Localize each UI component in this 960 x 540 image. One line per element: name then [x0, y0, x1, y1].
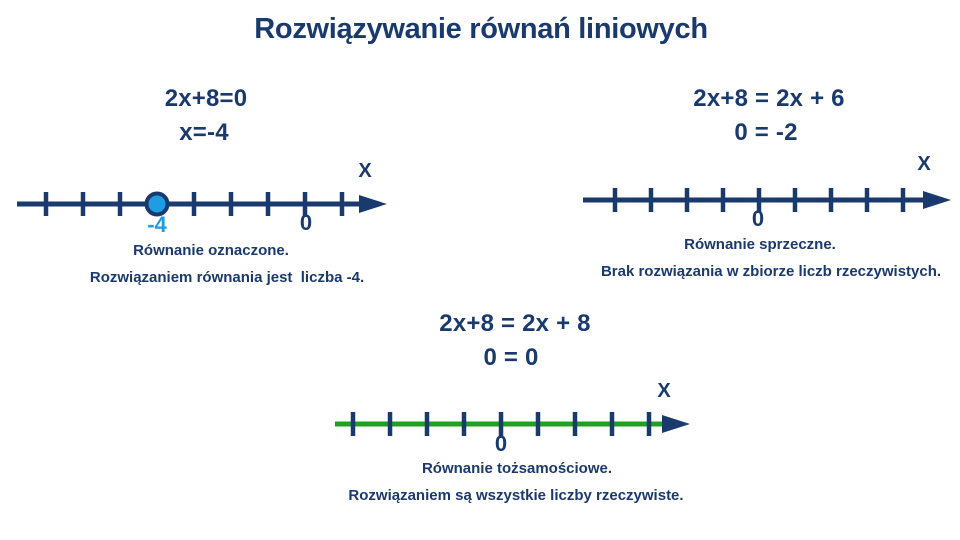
caption-type: Równanie tożsamościowe. [421, 460, 613, 477]
axis-x-label: X [917, 153, 931, 175]
equation-line1: 2x+8 = 2x + 8 [439, 310, 591, 337]
caption-solution: Brak rozwiązania w zbiorze liczb rzeczyw… [600, 263, 942, 280]
caption-solution: Rozwiązaniem są wszystkie liczby rzeczyw… [348, 487, 684, 504]
caption-solution: Rozwiązaniem równania jest liczba -4. [89, 269, 365, 286]
zero-label: 0 [299, 210, 313, 235]
number-line [17, 191, 387, 217]
zero-label: 0 [751, 206, 765, 231]
caption-type: Równanie sprzeczne. [684, 236, 836, 253]
point-label: -4 [147, 212, 167, 237]
caption-type: Równanie oznaczone. [133, 242, 289, 259]
equation-line2: x=-4 [179, 119, 229, 146]
page-title: Rozwiązywanie równań liniowych [254, 13, 708, 45]
number-line [335, 412, 690, 436]
zero-label: 0 [494, 431, 508, 456]
equation-line1: 2x+8=0 [164, 85, 248, 112]
equation-line2: 0 = 0 [483, 344, 539, 371]
number-line [583, 188, 951, 212]
axis-x-label: X [657, 380, 671, 402]
axis-x-label: X [358, 160, 372, 182]
equation-line1: 2x+8 = 2x + 6 [693, 85, 845, 112]
equation-line2: 0 = -2 [734, 119, 798, 146]
